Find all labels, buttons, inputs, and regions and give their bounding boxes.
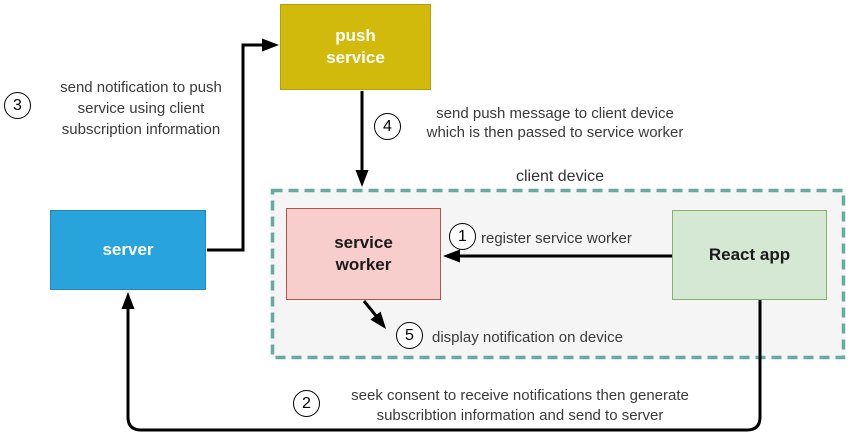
push-service-node: push service bbox=[280, 4, 431, 90]
arrowhead-send-subscription-to-server bbox=[121, 292, 135, 309]
arrowhead-send-push-message bbox=[355, 170, 369, 187]
react-app-node: React app bbox=[672, 210, 827, 300]
arrow-send-notification-to-push-service bbox=[207, 43, 263, 252]
service-worker-node: service worker bbox=[286, 208, 441, 300]
step-2-label: seek consent to receive notifications th… bbox=[351, 387, 689, 424]
step-4-label: send push message to client device which… bbox=[426, 105, 684, 141]
step-2-circle: 2 bbox=[293, 390, 320, 417]
server-node: server bbox=[50, 210, 206, 290]
step-1-circle: 1 bbox=[449, 223, 476, 250]
step-3-circle: 3 bbox=[4, 92, 31, 119]
step-5-circle: 5 bbox=[396, 322, 423, 349]
step-1-label: register service worker bbox=[481, 230, 632, 247]
step-4-circle: 4 bbox=[374, 113, 401, 140]
step-5-label: display notification on device bbox=[432, 329, 623, 346]
step-3-label: send notification to push service using … bbox=[60, 79, 222, 138]
arrowhead-send-notification-to-push-service bbox=[262, 38, 279, 52]
client-device-label: client device bbox=[515, 168, 605, 185]
